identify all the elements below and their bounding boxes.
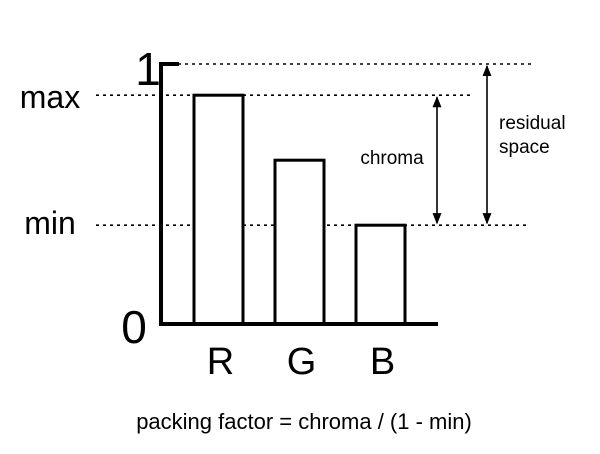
bar-r bbox=[192, 93, 245, 326]
y-tick-label-one: 1 bbox=[135, 43, 161, 95]
category-label-g: G bbox=[287, 341, 317, 383]
min-label: min bbox=[24, 205, 76, 241]
residual-label-line2: space bbox=[499, 137, 550, 158]
residual-label-line1: residual bbox=[499, 113, 566, 134]
y-tick-label-zero: 0 bbox=[121, 301, 147, 353]
bar-g bbox=[273, 158, 326, 326]
bar-b bbox=[354, 223, 407, 326]
max-label: max bbox=[20, 79, 80, 115]
formula-caption: packing factor = chroma / (1 - min) bbox=[136, 409, 472, 434]
category-label-b: B bbox=[370, 341, 395, 383]
chroma-label: chroma bbox=[360, 148, 424, 169]
category-label-r: R bbox=[207, 341, 234, 383]
